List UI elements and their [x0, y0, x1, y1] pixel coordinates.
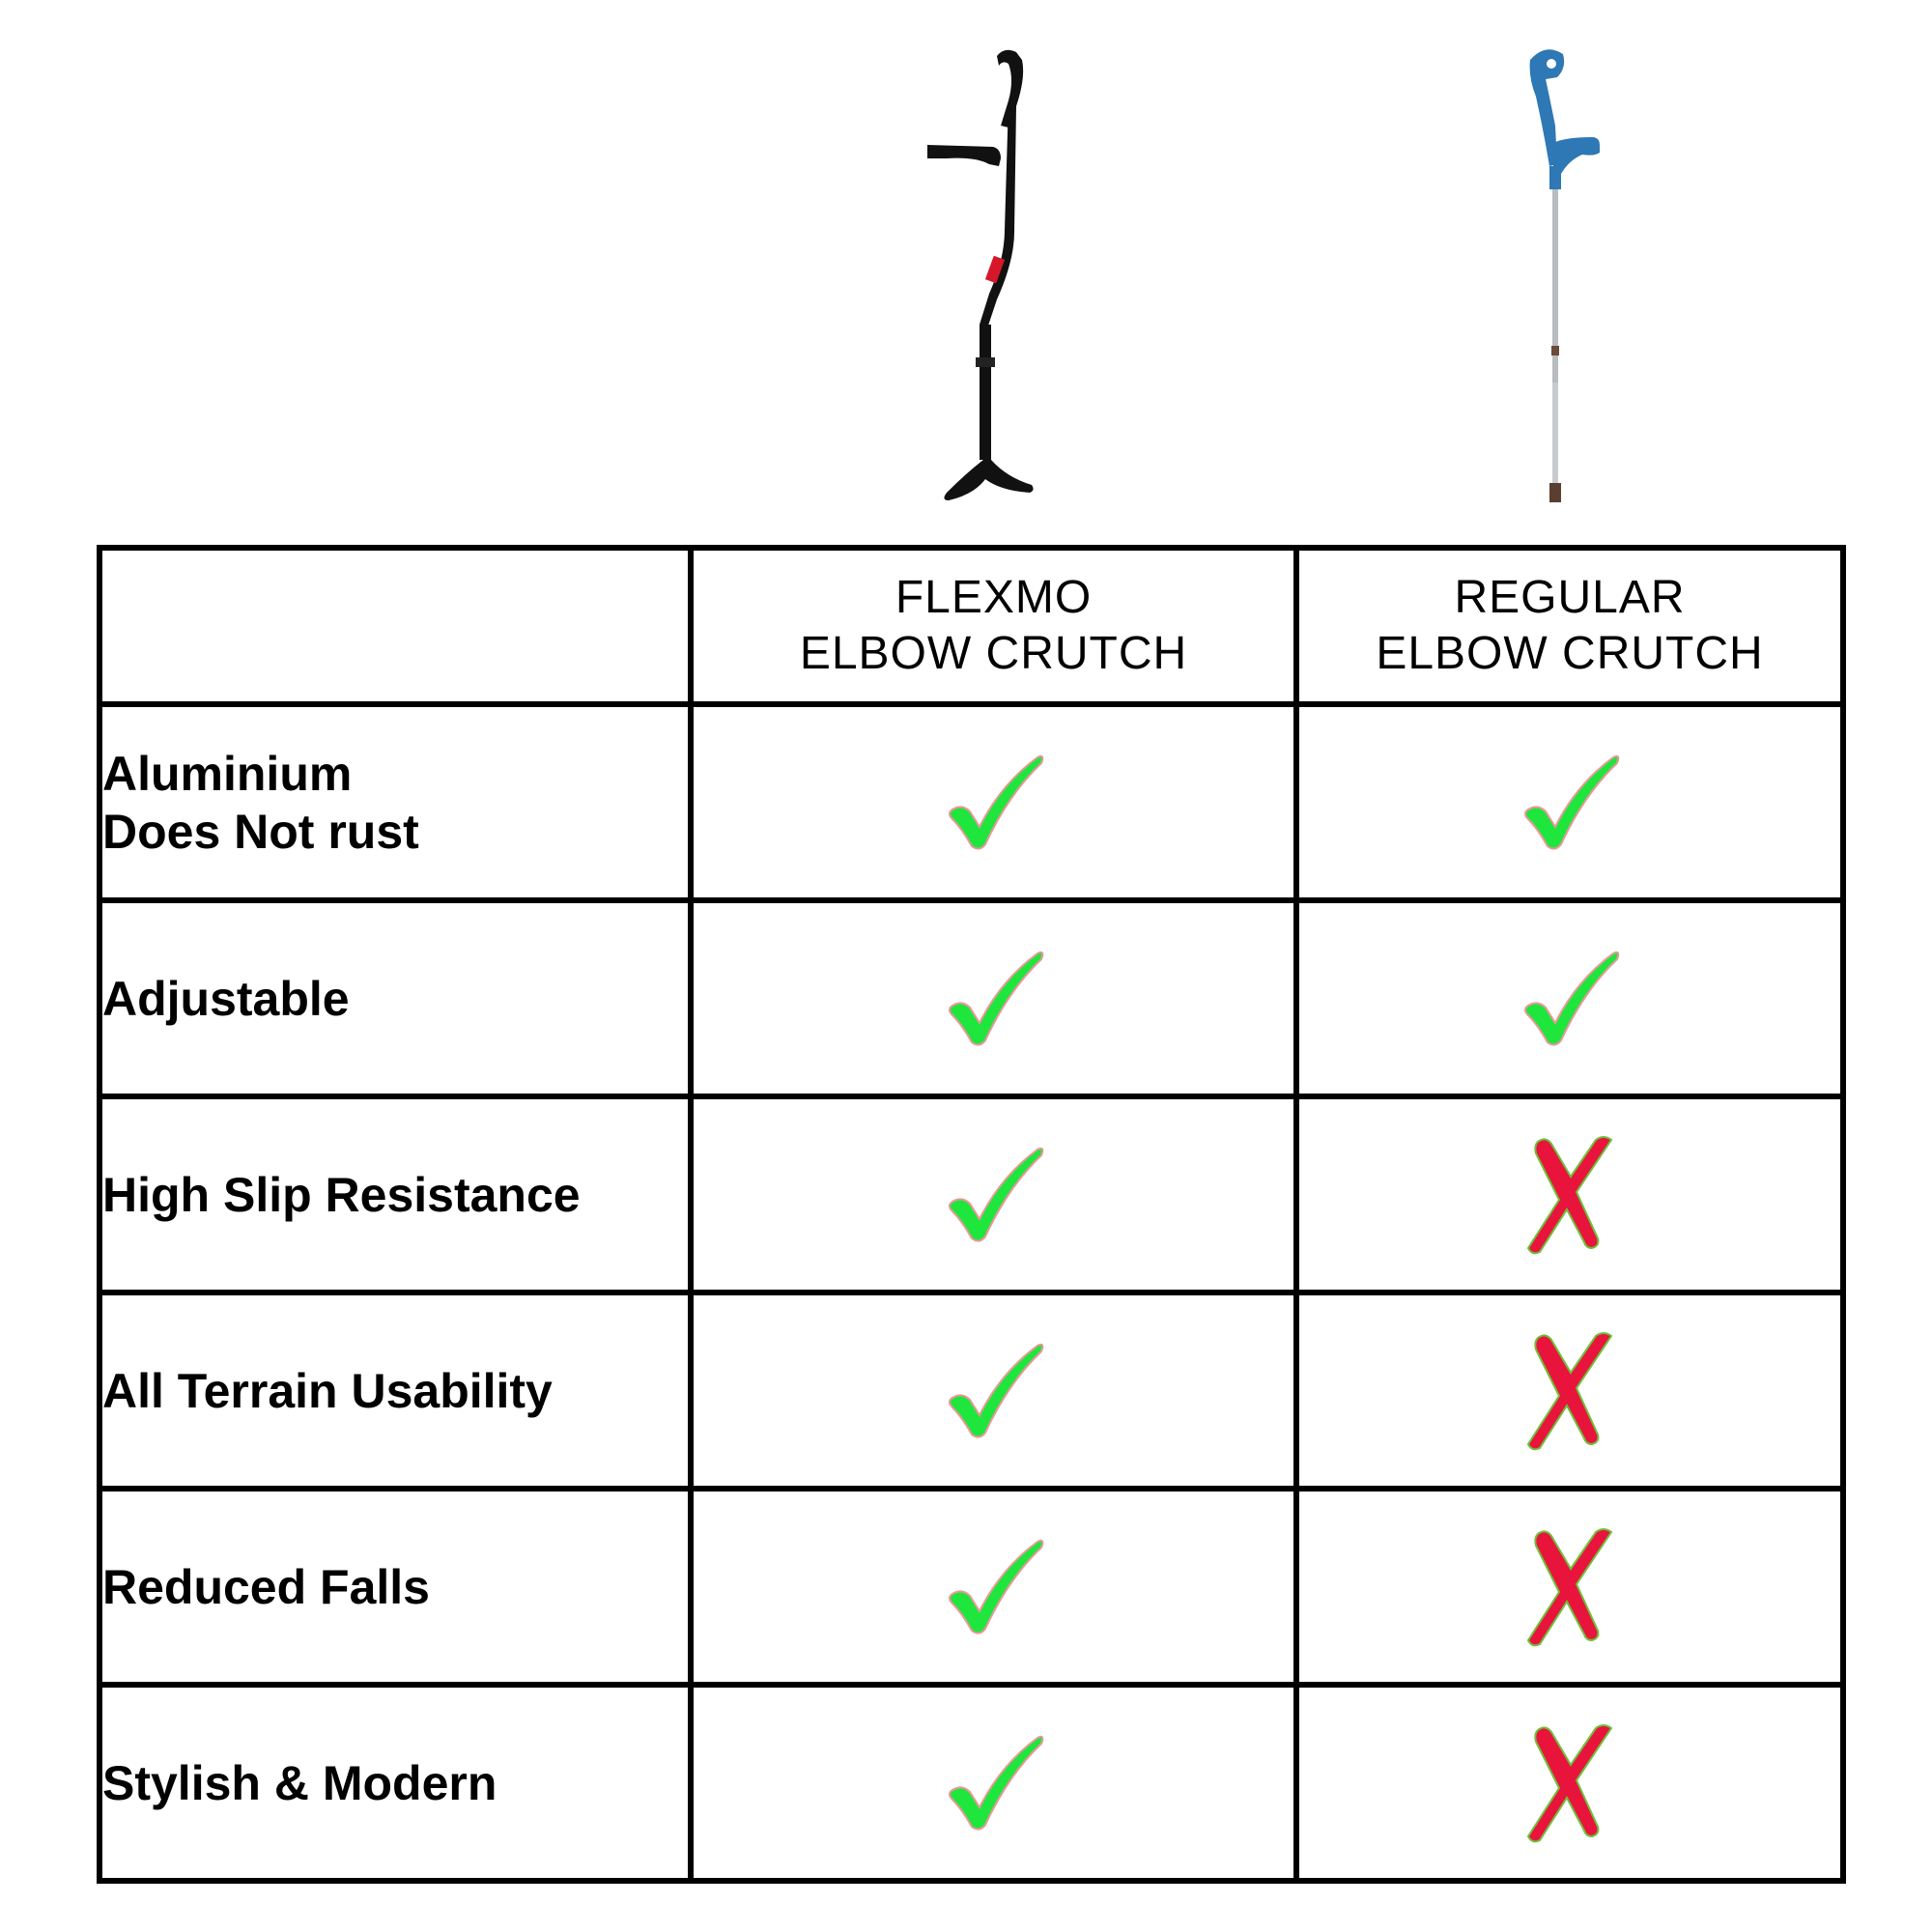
mark-cell-flexmo	[688, 701, 1299, 903]
header-flexmo-line1: FLEXMO	[895, 572, 1093, 623]
cross-mark-icon	[1517, 1331, 1623, 1450]
check-mark-icon	[941, 754, 1047, 850]
mark-cell-flexmo	[688, 1682, 1299, 1884]
header-regular: REGULAR ELBOW CRUTCH	[1293, 545, 1846, 707]
feature-label: Adjustable	[97, 897, 694, 1099]
mark-cell-flexmo	[688, 1290, 1299, 1492]
check-mark-icon	[941, 951, 1047, 1046]
mark-cell-regular	[1293, 701, 1846, 903]
mark-cell-flexmo	[688, 1094, 1299, 1295]
feature-row: All Terrain Usability	[97, 1290, 1846, 1492]
mark-cell-regular	[1293, 1290, 1846, 1492]
mark-cell-regular	[1293, 1682, 1846, 1884]
feature-label: High Slip Resistance	[97, 1094, 694, 1295]
feature-label-line2: Does Not rust	[102, 804, 419, 859]
header-flexmo-line2: ELBOW CRUTCH	[799, 628, 1188, 679]
feature-label: All Terrain Usability	[97, 1290, 694, 1492]
table-header-row: FLEXMO ELBOW CRUTCH REGULAR ELBOW CRUTCH	[97, 545, 1846, 707]
cross-mark-icon	[1517, 1723, 1623, 1842]
feature-label-line1: High Slip Resistance	[102, 1167, 581, 1222]
feature-label-line1: Stylish & Modern	[102, 1755, 497, 1810]
cross-mark-icon	[1517, 1527, 1623, 1646]
header-regular-line1: REGULAR	[1454, 572, 1686, 623]
mark-cell-regular	[1293, 1094, 1846, 1295]
cross-mark-icon	[1517, 1135, 1623, 1254]
feature-label-line1: Reduced Falls	[102, 1559, 430, 1614]
check-mark-icon	[941, 1539, 1047, 1634]
comparison-table: FLEXMO ELBOW CRUTCH REGULAR ELBOW CRUTCH…	[97, 545, 1846, 1884]
feature-row: High Slip Resistance	[97, 1094, 1846, 1295]
feature-label-line1: All Terrain Usability	[102, 1363, 553, 1418]
feature-label: Stylish & Modern	[97, 1682, 694, 1884]
feature-row: Adjustable	[97, 897, 1846, 1099]
check-mark-icon	[1517, 754, 1623, 850]
flexmo-crutch-image	[908, 39, 1053, 522]
empty-header-cell	[97, 545, 694, 707]
mark-cell-flexmo	[688, 1486, 1299, 1688]
mark-cell-flexmo	[688, 897, 1299, 1099]
feature-row: Reduced Falls	[97, 1486, 1846, 1688]
regular-crutch-image	[1507, 39, 1633, 522]
feature-label: Reduced Falls	[97, 1486, 694, 1688]
check-mark-icon	[941, 1147, 1047, 1242]
check-mark-icon	[1517, 951, 1623, 1046]
header-flexmo: FLEXMO ELBOW CRUTCH	[688, 545, 1299, 707]
check-mark-icon	[941, 1343, 1047, 1438]
mark-cell-regular	[1293, 1486, 1846, 1688]
check-mark-icon	[941, 1735, 1047, 1831]
mark-cell-regular	[1293, 897, 1846, 1099]
header-regular-line2: ELBOW CRUTCH	[1376, 628, 1764, 679]
feature-label-line1: Aluminium	[102, 746, 353, 801]
feature-label-line1: Adjustable	[102, 971, 350, 1026]
feature-row: Stylish & Modern	[97, 1682, 1846, 1884]
